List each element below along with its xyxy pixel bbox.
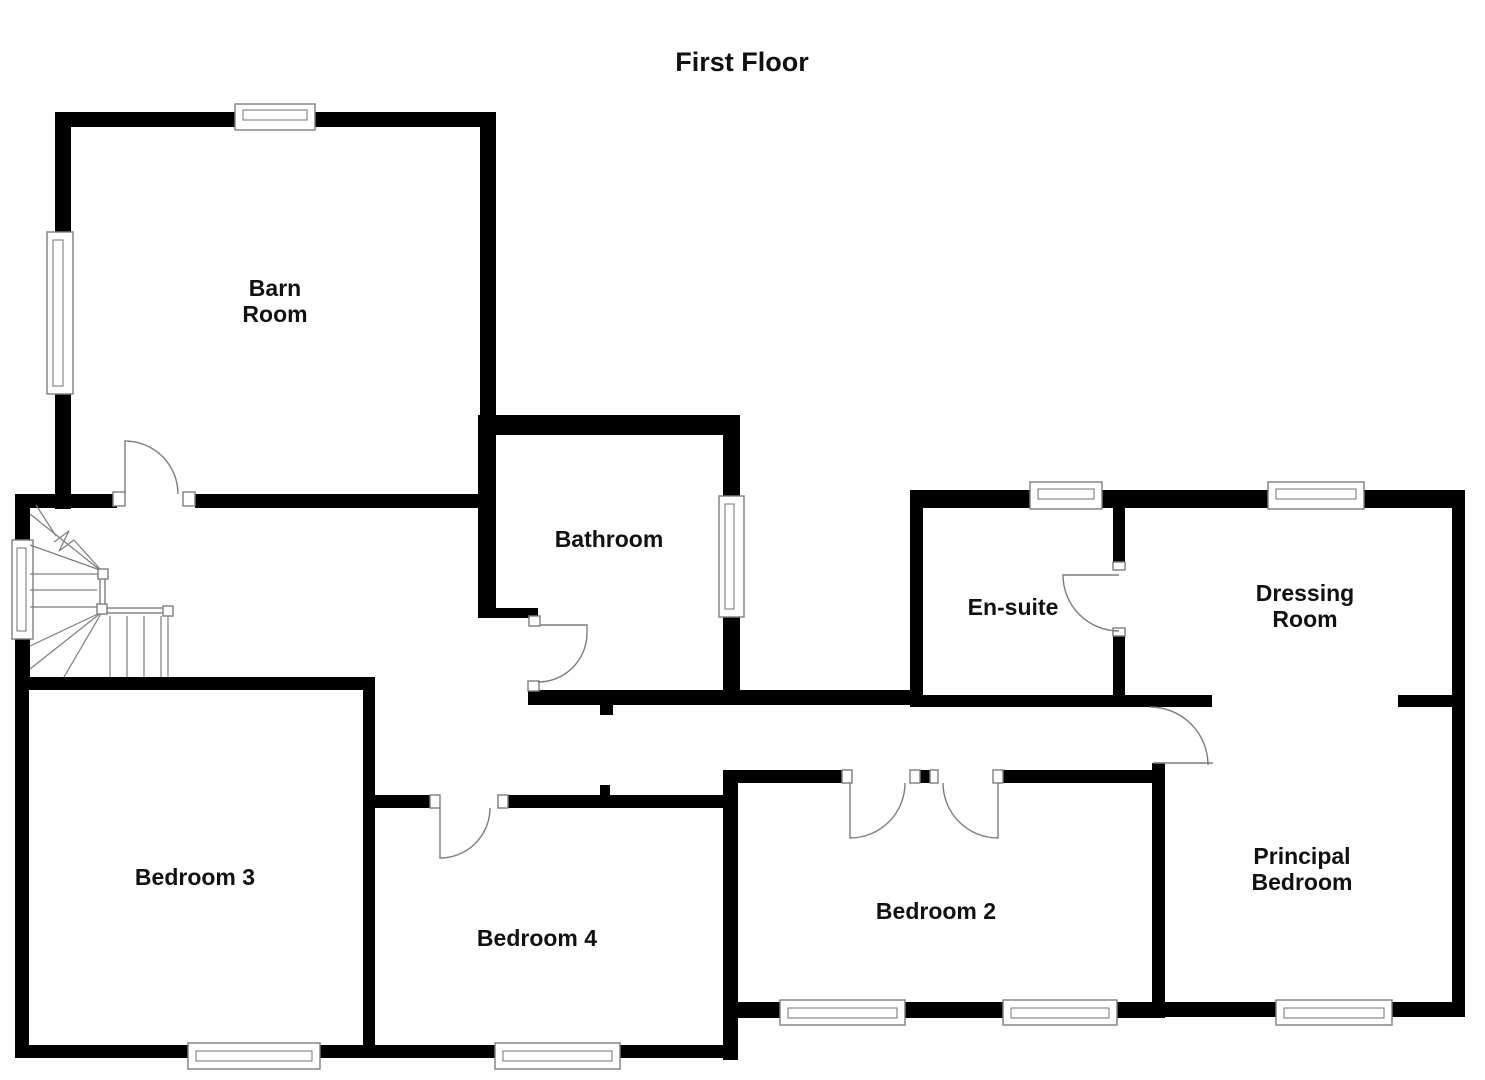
wall-segment	[1398, 695, 1452, 707]
wall-segment	[478, 415, 496, 612]
room-label-line: Bedroom 3	[134, 864, 256, 890]
room-label-bathroom: Bathroom	[555, 526, 664, 552]
door-frames-layer	[112, 491, 1126, 809]
wall-segment	[15, 1045, 738, 1058]
wall-segment	[600, 703, 613, 715]
stair-rail	[106, 607, 165, 614]
room-label-bedroom-3: Bedroom 3	[135, 864, 255, 890]
wall-segment	[1452, 490, 1465, 1017]
window-bedroom2-bottom-right	[1002, 999, 1118, 1026]
door-bedroom4	[439, 807, 491, 859]
stair-newel-post	[162, 605, 174, 617]
door-frame	[1112, 627, 1126, 637]
room-label-line: Dressing	[1255, 580, 1355, 606]
window-dressing-top	[1267, 481, 1365, 510]
stair-newel-post	[96, 603, 108, 615]
door-bedroom2-left	[849, 782, 906, 839]
wall-segment	[910, 490, 923, 707]
door-frame	[527, 680, 540, 692]
room-label-principal-bedroom: Principal Bedroom	[1252, 843, 1353, 895]
wall-segment	[478, 415, 740, 435]
door-bathroom	[537, 624, 588, 683]
page-title: First Floor	[675, 47, 809, 77]
stair-direction-arrow	[35, 504, 101, 570]
wall-segment	[363, 677, 375, 1058]
room-label-line: Bedroom	[1251, 869, 1353, 895]
window-bedroom3-bottom	[187, 1042, 321, 1070]
room-label-en-suite: En-suite	[968, 594, 1059, 620]
wall-segment	[15, 677, 29, 1058]
windows-layer	[11, 103, 1393, 1070]
wall-segment	[1003, 770, 1152, 783]
wall-segment	[478, 608, 538, 618]
wall-segment	[195, 494, 496, 508]
doors-layer	[124, 440, 1213, 859]
room-label-line: Bathroom	[554, 526, 664, 552]
room-label-line: Room	[242, 301, 308, 327]
door-frame	[841, 769, 853, 784]
wall-segment	[910, 490, 1465, 508]
door-frame	[528, 615, 541, 627]
wall-segment	[920, 770, 930, 783]
door-frame	[429, 794, 441, 809]
wall-segment	[480, 112, 496, 508]
door-principal-bedroom	[1149, 706, 1213, 766]
wall-segment	[1152, 763, 1165, 1017]
window-bathroom-right	[718, 495, 745, 618]
wall-segment	[910, 695, 1212, 707]
wall-segment	[1113, 636, 1125, 698]
stair-rail	[99, 577, 106, 606]
door-frame	[929, 769, 939, 784]
room-label-line: Bedroom 4	[476, 925, 598, 951]
room-label-bedroom-4: Bedroom 4	[477, 925, 597, 951]
window-bedroom4-bottom	[494, 1042, 621, 1070]
window-barn-top	[234, 103, 316, 131]
room-label-line: En-suite	[967, 594, 1059, 620]
wall-segment	[17, 494, 117, 508]
window-principal-bottom	[1275, 999, 1393, 1026]
door-bedroom2-right	[942, 782, 999, 839]
room-label-barn-room: Barn Room	[242, 275, 307, 327]
room-label-dressing-room: Dressing Room	[1256, 580, 1354, 632]
stair-newel-post	[97, 568, 109, 580]
room-label-line: Barn	[248, 275, 302, 301]
wall-segment	[723, 415, 740, 500]
window-bedroom2-bottom-left	[779, 999, 906, 1026]
wall-segment	[723, 770, 842, 783]
window-barn-left	[46, 231, 74, 395]
door-frame	[112, 491, 126, 507]
wall-segment	[15, 677, 375, 690]
door-frame	[992, 769, 1004, 784]
wall-segment	[375, 795, 430, 808]
window-ensuite-top	[1029, 481, 1103, 510]
wall-segment	[1113, 508, 1125, 564]
wall-segment	[508, 795, 738, 808]
door-barn-room	[124, 440, 179, 495]
wall-segment	[723, 613, 740, 703]
wall-segment	[600, 785, 610, 795]
door-frame	[1112, 561, 1126, 571]
room-label-line: Room	[1272, 606, 1338, 632]
walls-layer	[15, 112, 1465, 1060]
staircase	[29, 504, 174, 678]
door-ensuite	[1062, 574, 1120, 632]
door-frame	[182, 491, 196, 507]
door-frame	[909, 769, 921, 784]
door-frame	[497, 794, 509, 809]
wall-segment	[528, 690, 923, 705]
room-label-bedroom-2: Bedroom 2	[876, 898, 996, 924]
room-label-line: Principal	[1253, 843, 1351, 869]
window-stairs-left	[11, 539, 34, 640]
room-label-line: Bedroom 2	[875, 898, 997, 924]
wall-segment	[723, 770, 738, 1060]
